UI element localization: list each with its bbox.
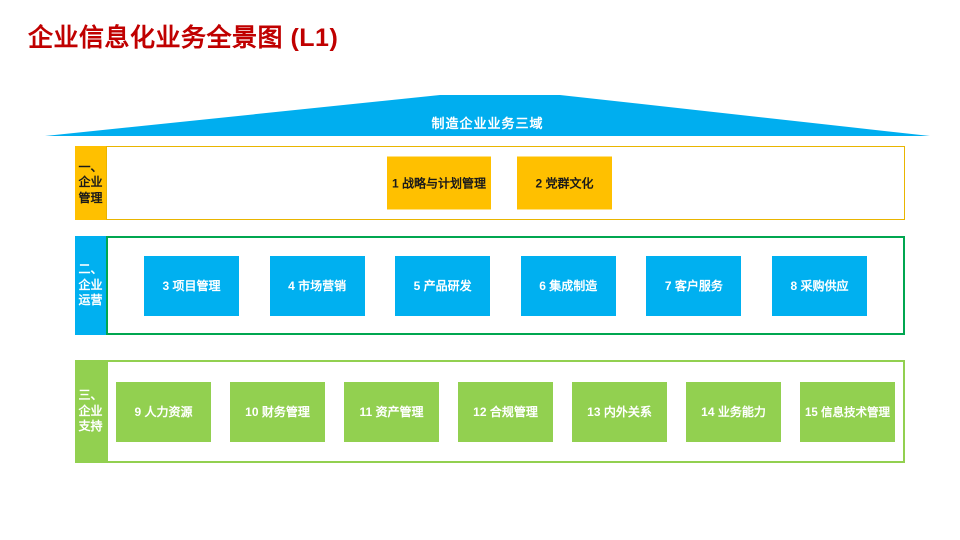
band-enterprise-management: 一、 企业 管理 1 战略与计划管理 2 党群文化 xyxy=(75,146,905,220)
box-project-management: 3 项目管理 xyxy=(144,255,239,316)
box-product-rnd: 5 产品研发 xyxy=(395,255,491,316)
box-strategy-plan-management: 1 战略与计划管理 xyxy=(387,156,491,210)
band-label-enterprise-operations: 二、 企业 运营 xyxy=(75,236,106,335)
box-procurement-supply: 8 采购供应 xyxy=(771,255,867,316)
box-asset-management: 11 资产管理 xyxy=(344,381,439,442)
box-finance-management: 10 财务管理 xyxy=(230,381,325,442)
box-human-resources: 9 人力资源 xyxy=(116,381,211,442)
box-marketing: 4 市场营销 xyxy=(269,255,365,316)
page-title: 企业信息化业务全景图 (L1) xyxy=(28,24,339,52)
band-content-enterprise-support: 9 人力资源 10 财务管理 11 资产管理 12 合规管理 13 内外关系 1… xyxy=(106,360,905,463)
box-compliance-management: 12 合规管理 xyxy=(458,381,553,442)
band-label-enterprise-support: 三、 企业 支持 xyxy=(75,360,106,463)
roof-shape xyxy=(45,95,930,136)
box-integrated-manufacturing: 6 集成制造 xyxy=(520,255,616,316)
box-internal-external-relations: 13 内外关系 xyxy=(572,381,667,442)
box-it-management: 15 信息技术管理 xyxy=(800,381,895,442)
box-business-capability: 14 业务能力 xyxy=(686,381,781,442)
box-party-culture: 2 党群文化 xyxy=(517,156,612,210)
band-content-enterprise-operations: 3 项目管理 4 市场营销 5 产品研发 6 集成制造 7 客户服务 8 采购供… xyxy=(106,236,905,335)
roof-banner: 制造企业业务三域 xyxy=(45,94,930,136)
band-enterprise-support: 三、 企业 支持 9 人力资源 10 财务管理 11 资产管理 12 合规管理 … xyxy=(75,360,905,463)
band-enterprise-operations: 二、 企业 运营 3 项目管理 4 市场营销 5 产品研发 6 集成制造 7 客… xyxy=(75,236,905,335)
roof-label: 制造企业业务三域 xyxy=(431,116,544,131)
band-content-enterprise-management: 1 战略与计划管理 2 党群文化 xyxy=(106,146,905,220)
box-customer-service: 7 客户服务 xyxy=(646,255,742,316)
band-label-enterprise-management: 一、 企业 管理 xyxy=(75,146,106,220)
